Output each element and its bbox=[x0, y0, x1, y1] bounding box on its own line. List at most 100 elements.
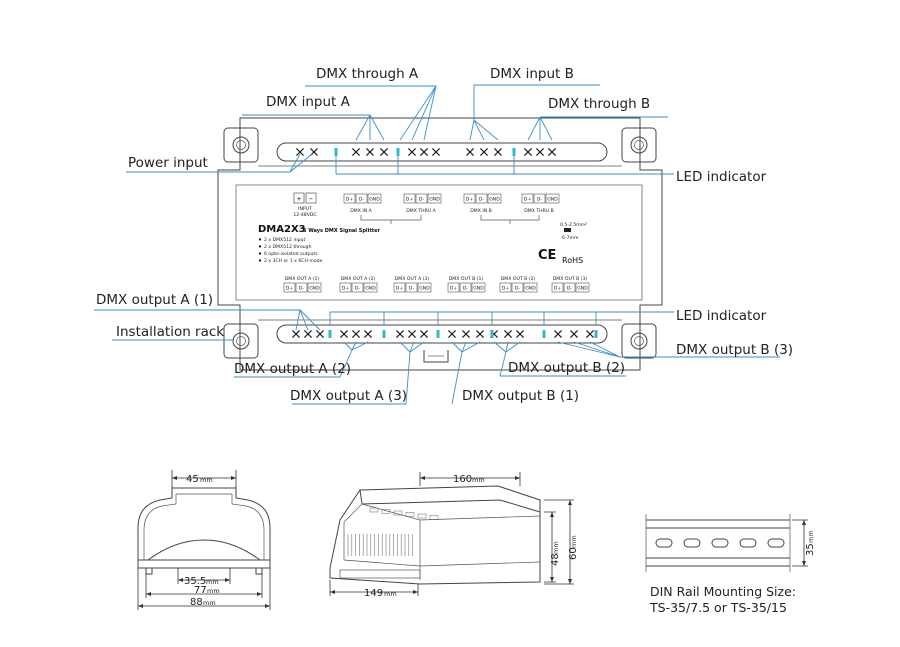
output-screw-2-1 bbox=[407, 329, 417, 339]
label-installation-rack: Installation rack bbox=[116, 324, 224, 340]
din-rail-slots bbox=[655, 538, 785, 548]
output-terminal-block-0: D+D-GND bbox=[283, 282, 322, 293]
terminal-label: D+ bbox=[342, 285, 350, 291]
feature-item: 6 opto-isolated outputs bbox=[264, 251, 318, 257]
callout-labels: DMX through A DMX input B DMX input A DM… bbox=[96, 66, 793, 404]
power-screw-0 bbox=[295, 147, 305, 157]
label-dmx-output-b3: DMX output B (3) bbox=[676, 342, 793, 358]
output-label-0: DMX OUT A (1) bbox=[285, 276, 320, 282]
terminal-label: D- bbox=[537, 196, 543, 202]
input-screw-1-2 bbox=[431, 147, 441, 157]
dim-149-unit: mm bbox=[384, 590, 397, 598]
top-terminal-screws bbox=[295, 147, 557, 157]
led-bottom-5 bbox=[594, 330, 598, 338]
led-bottom-0 bbox=[328, 330, 332, 338]
terminal-label: GND bbox=[429, 196, 440, 202]
dim-48: 48 bbox=[550, 553, 561, 566]
output-label-4: DMX OUT B (2) bbox=[501, 276, 536, 282]
mount-tab-bottom-left bbox=[223, 323, 259, 359]
dim-35: 35 bbox=[805, 543, 816, 556]
rail-slot-0 bbox=[655, 538, 673, 548]
dim-35-5-unit: mm bbox=[206, 578, 219, 586]
output-label-3: DMX OUT B (1) bbox=[449, 276, 484, 282]
input-screw-2-2 bbox=[493, 147, 503, 157]
terminal-label: D- bbox=[359, 196, 365, 202]
output-screw-2-0 bbox=[395, 329, 405, 339]
terminal-label: GND bbox=[525, 285, 536, 291]
mount-tab-top-left bbox=[223, 127, 259, 163]
led-bottom-3 bbox=[490, 330, 494, 338]
power-terminal-block: + − INPUT 12-48VDC bbox=[293, 192, 317, 218]
output-label-1: DMX OUT A (2) bbox=[341, 276, 376, 282]
din-rail-size-label: DIN Rail Mounting Size: bbox=[650, 584, 796, 599]
side-view-arch bbox=[147, 539, 261, 561]
top-terminal-strip bbox=[276, 142, 608, 162]
plus-sign: + bbox=[297, 197, 301, 203]
output-label-2: DMX OUT A (3) bbox=[395, 276, 430, 282]
terminal-label: D- bbox=[409, 285, 415, 291]
led-bottom-2 bbox=[436, 330, 440, 338]
iso-din-rail bbox=[339, 569, 421, 579]
bottom-terminal-screws bbox=[291, 329, 595, 339]
label-panel bbox=[235, 184, 643, 301]
output-screw-0-1 bbox=[303, 329, 313, 339]
output-screw-3-0 bbox=[447, 329, 457, 339]
input-screw-0-2 bbox=[379, 147, 389, 157]
device-subtitle: 6 Ways DMX Signal Splitter bbox=[303, 228, 381, 234]
feature-item: 2 x 3CH or 1 x 6CH mode bbox=[264, 258, 323, 264]
din-rail-spec-label: TS-35/7.5 or TS-35/15 bbox=[649, 600, 787, 615]
rail-slot-2 bbox=[711, 538, 729, 548]
terminal-label: GND bbox=[369, 196, 380, 202]
wire-spec-2: 6-7mm bbox=[562, 235, 579, 241]
led-indicators bbox=[328, 148, 598, 338]
terminal-label: D- bbox=[515, 285, 521, 291]
terminal-label: D+ bbox=[406, 196, 414, 202]
input-screw-3-0 bbox=[523, 147, 533, 157]
input-terminal-block-2: D+D-GND bbox=[463, 193, 502, 204]
dim-48-unit: mm bbox=[552, 541, 560, 554]
label-dmx-input-a: DMX input A bbox=[266, 94, 351, 110]
panel-output-blocks: D+ D- GND DMX OUT A (1) D+ D- GND DMX OUT A (2)… bbox=[283, 276, 590, 293]
terminal-label: D+ bbox=[396, 285, 404, 291]
terminal-label: D- bbox=[419, 196, 425, 202]
terminal-label: D- bbox=[463, 285, 469, 291]
label-led-indicator-top: LED indicator bbox=[676, 169, 767, 185]
terminal-label: D+ bbox=[346, 196, 354, 202]
side-view-drawing: 45 mm 35.5 mm 77 mm 88 mm bbox=[137, 470, 271, 610]
din-rail-drawing: 35 mm DIN Rail Mounting Size: TS-35/7.5 … bbox=[645, 514, 816, 615]
dim-35-unit: mm bbox=[807, 530, 815, 543]
dim-60: 60 bbox=[568, 547, 579, 560]
feature-item: 2 x DMX512 through bbox=[264, 244, 312, 250]
dim-88-unit: mm bbox=[203, 599, 216, 607]
dmx-in-b-label: DMX IN B bbox=[470, 208, 492, 214]
iso-vents bbox=[347, 507, 439, 556]
output-terminal-block-3: D+ D- GND bbox=[447, 282, 486, 293]
dim-149: 149 bbox=[364, 588, 383, 599]
output-screw-1-1 bbox=[351, 329, 361, 339]
label-dmx-input-b: DMX input B bbox=[490, 66, 574, 82]
output-terminal-block-2: D+D-GND bbox=[393, 282, 432, 293]
terminal-label: GND bbox=[547, 196, 558, 202]
label-dmx-output-b2: DMX output B (2) bbox=[508, 360, 625, 376]
dim-35-5: 35.5 bbox=[184, 576, 206, 587]
dmx-thru-a-label: DMX THRU A bbox=[406, 208, 436, 214]
input-screw-0-0 bbox=[351, 147, 361, 157]
side-view-body bbox=[137, 487, 271, 561]
model-name: DMA2X3 bbox=[258, 224, 306, 235]
terminal-label: D- bbox=[299, 285, 305, 291]
din-clip bbox=[423, 350, 449, 363]
dim-60-unit: mm bbox=[570, 535, 578, 548]
dmx-thru-b-label: DMX THRU B bbox=[524, 208, 554, 214]
output-terminal-block-5: D+D-GND bbox=[551, 282, 590, 293]
terminal-label: D+ bbox=[450, 285, 458, 291]
input-label: INPUT bbox=[298, 206, 312, 212]
device-body bbox=[217, 117, 663, 371]
label-dmx-output-a2: DMX output A (2) bbox=[234, 361, 351, 377]
terminal-label: D- bbox=[355, 285, 361, 291]
input-screw-1-0 bbox=[407, 147, 417, 157]
output-screw-1-0 bbox=[339, 329, 349, 339]
output-screw-5-2 bbox=[585, 329, 595, 339]
terminal-label: D+ bbox=[554, 285, 562, 291]
terminal-label: GND bbox=[473, 285, 484, 291]
terminal-label: D+ bbox=[502, 285, 510, 291]
